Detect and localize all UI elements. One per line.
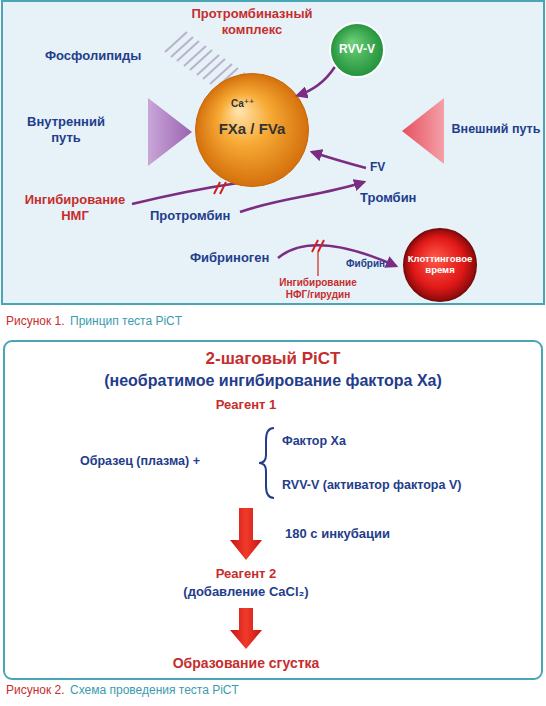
clotting-label: Клоттинговое время xyxy=(403,253,477,276)
sample-label: Образец (плазма) + xyxy=(80,454,200,469)
product-label: Фибрин xyxy=(346,258,385,270)
scheme-title: 2-шаговый PiCT xyxy=(0,349,546,369)
lmwh-curve xyxy=(132,183,238,204)
prothrombinase-sphere: Протромбиназный комплексCa⁺⁺ FXa / FVa xyxy=(185,4,319,190)
pathway-label: Внешний путь xyxy=(446,122,546,137)
clotting-time-circle: Клоттинговое время xyxy=(403,228,477,302)
clotting-time-circle-outline xyxy=(404,229,477,302)
figure-caption: Принцип теста PiCT xyxy=(70,314,182,328)
reagent-note: (добавление CaCl₂) xyxy=(126,584,366,600)
scheme-subtitle: (необратимое ингибирование фактора Xa) xyxy=(0,371,546,390)
pathway-label: Внутренний путь xyxy=(12,114,120,145)
substrate-label: Протромбин xyxy=(150,208,230,224)
block-arrow xyxy=(230,508,262,560)
intrinsic-triangle-outline xyxy=(148,98,192,166)
block-arrow xyxy=(230,608,262,649)
factor-label: FV xyxy=(370,160,385,174)
figure-number: Рисунок 2. xyxy=(6,683,65,697)
reagent-label: Реагент 1 xyxy=(186,397,306,413)
figure-number: Рисунок 1. xyxy=(6,314,65,328)
figure-caption: Схема проведения теста PiCT xyxy=(70,683,239,697)
fv-curve xyxy=(312,152,366,168)
complex-heading: Протромбиназный комплекс xyxy=(185,6,319,37)
reagent-component: Фактор Xa xyxy=(282,434,346,449)
extrinsic-triangle: Внешний путь xyxy=(402,92,546,172)
activation-arrow xyxy=(297,67,334,95)
inhibition-label: Ингибирование НФГ/гирудин xyxy=(276,277,360,301)
intrinsic-triangle: Внутренний путь xyxy=(12,92,192,172)
extrinsic-triangle-shape xyxy=(402,98,444,164)
activator-circle-outline xyxy=(330,23,384,77)
panel-one xyxy=(2,1,544,304)
factor-label: FXa / FVa xyxy=(185,120,319,138)
product-label: Тромбин xyxy=(360,190,416,206)
inhibition-label: Ингибирование НМГ xyxy=(10,192,140,223)
extrinsic-triangle-outline xyxy=(402,98,444,164)
incubation-label: 180 с инкубации xyxy=(285,526,390,542)
substrate-label: Фибриноген xyxy=(190,250,269,266)
reagent-label: Реагент 2 xyxy=(186,566,306,582)
activator-circle: RVV-V xyxy=(329,22,385,78)
intrinsic-triangle-shape xyxy=(148,98,192,166)
component-label: Фосфолипиды xyxy=(45,48,141,64)
ion-label: Ca⁺⁺ xyxy=(231,98,271,110)
activator-label: RVV-V xyxy=(329,42,385,56)
result-label: Образование сгустка xyxy=(126,655,366,672)
panel-two xyxy=(4,341,542,679)
curly-bracket xyxy=(259,428,274,498)
reagent-component: RVV-V (активатор фактора V) xyxy=(282,478,461,493)
